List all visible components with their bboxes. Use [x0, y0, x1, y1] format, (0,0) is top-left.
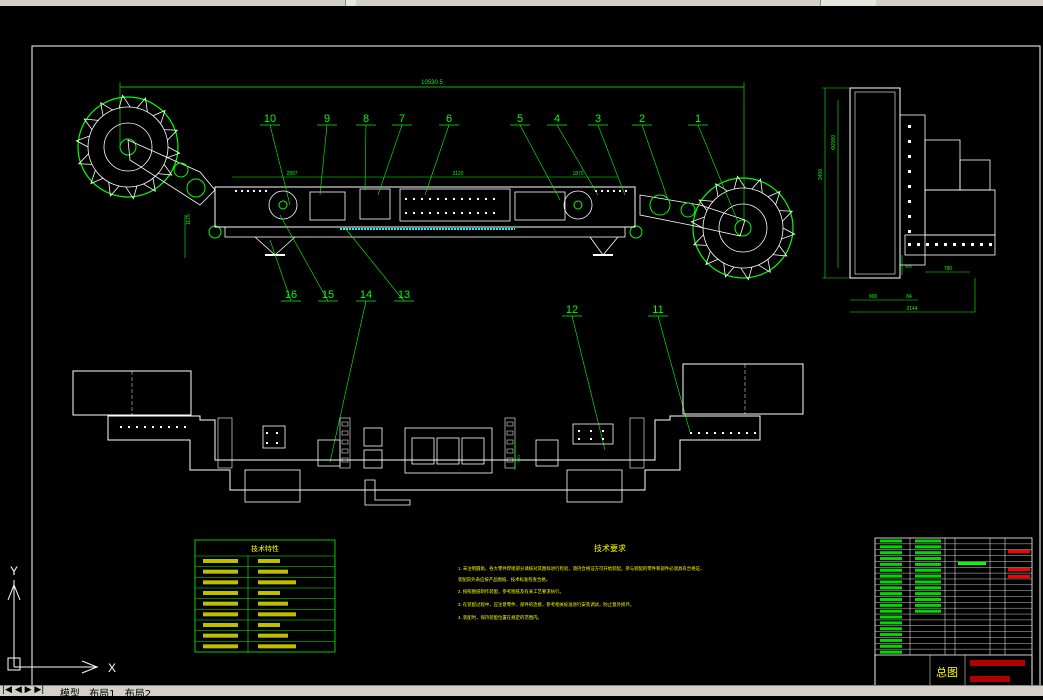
callout-label: 1	[695, 113, 701, 125]
dim-side-w1: 780	[944, 266, 953, 272]
callout-leader	[344, 227, 405, 302]
callout-leader	[319, 124, 328, 196]
dim-d2: 3120	[452, 171, 463, 177]
dim-side-w4: 2144	[906, 306, 917, 312]
window-top-strip	[0, 0, 1043, 6]
requirement-line-2: 装配前外表应按产品图纸、技术标准检查合格。	[458, 576, 550, 583]
left-ranging-arm	[127, 139, 216, 206]
callout-label: 7	[399, 113, 405, 125]
callout-label: 11	[652, 304, 663, 316]
callout-leader	[279, 214, 329, 302]
left-cutting-drum	[75, 94, 181, 200]
right-ranging-arm	[639, 194, 746, 237]
dim-side-h2: 300	[905, 264, 912, 269]
callout-label: 6	[446, 113, 452, 125]
plan-view: 650	[72, 363, 804, 506]
callout-label: 13	[398, 289, 410, 301]
dim-side-w3: 84	[906, 294, 912, 300]
callout-leader	[519, 124, 561, 201]
dim-side-height: 3400	[818, 169, 824, 180]
right-cutting-drum	[690, 175, 796, 281]
title-block-name: 总图	[936, 665, 958, 679]
layout-tab-bar: |◀ ◀ ▶ ▶| 模型 布局1 布局2	[0, 685, 1043, 700]
dim-d3: 1870	[572, 171, 583, 177]
title-block: 总图	[874, 537, 1033, 687]
callout-label: 9	[324, 113, 330, 125]
requirements-title: 技术要求	[594, 543, 626, 553]
callout-label: 2	[639, 113, 645, 125]
top-tab[interactable]	[820, 0, 876, 6]
callout-label: 4	[554, 113, 560, 125]
front-elevation-view: 10530.5	[75, 80, 796, 281]
ucs-y-label: Y	[10, 564, 18, 578]
callout-leader	[571, 315, 606, 451]
callout-leader	[697, 124, 739, 223]
callout-label: 15	[322, 289, 334, 301]
spec-table-title: 技术特性	[251, 544, 279, 553]
tech-spec-table: 技术特性	[194, 539, 336, 653]
callout-label: 10	[264, 113, 276, 125]
dim-height-left: 1175	[186, 214, 192, 225]
dim-drum-dia: Φ2000	[831, 135, 837, 150]
tab-nav-arrows[interactable]: |◀ ◀ ▶ ▶|	[2, 685, 45, 695]
dim-d1: 2897	[286, 171, 297, 177]
requirement-line-3: 2. 按照图纸制作装配，参考图纸及有关工艺要求执行。	[458, 588, 564, 595]
overall-length-label: 10530.5	[421, 80, 443, 86]
callout-label: 3	[595, 113, 601, 125]
ucs-x-label: X	[108, 661, 116, 675]
callout-leader	[641, 124, 669, 201]
requirement-line-4: 3. 在装配过程中，应注意零件、部件的连接，参考相关标准进行安装调试，防止意外损…	[458, 601, 634, 608]
side-elevation-view: 3400 Φ2000 900 84 780 2144 300	[818, 87, 996, 313]
callout-leader	[597, 124, 626, 196]
dim-side-w2: 900	[869, 294, 878, 300]
callout-leader	[269, 239, 292, 302]
dim-plan-height: 650	[516, 455, 521, 462]
callout-leader	[364, 124, 367, 191]
callout-label: 12	[566, 304, 578, 316]
top-tab[interactable]	[345, 0, 356, 6]
callout-leader	[657, 315, 691, 433]
callout-leader	[269, 124, 291, 206]
callout-label: 5	[517, 113, 523, 125]
callout-leader	[424, 124, 450, 196]
callout-leader	[556, 124, 599, 196]
callout-label: 14	[360, 289, 372, 301]
callout-label: 8	[363, 113, 369, 125]
ucs-icon: Y X	[7, 564, 116, 675]
callout-leader	[377, 124, 403, 196]
callout-leader	[329, 300, 367, 463]
callout-label: 16	[285, 289, 297, 301]
requirement-line-1: 1. 未注明圆角，各大零件焊接部分请核对其图样进行检验，须持合格证方可开始装配。…	[458, 565, 704, 572]
tech-requirements: 技术要求 1. 未注明圆角，各大零件焊接部分请核对其图样进行检验，须持合格证方可…	[458, 543, 704, 621]
requirement-line-5: 4. 装配时，保持装配位置在规定的范围内。	[458, 614, 542, 621]
